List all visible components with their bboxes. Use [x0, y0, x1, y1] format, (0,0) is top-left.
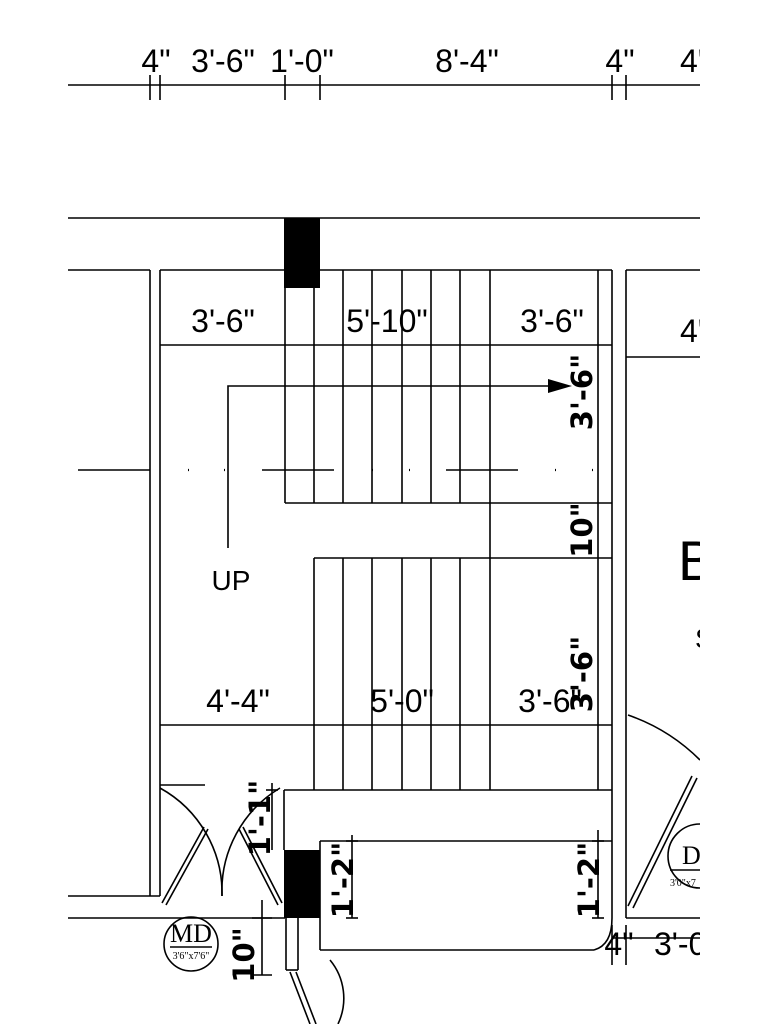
- upper-dim-right: 3'-6": [520, 303, 584, 339]
- up-label: UP: [212, 565, 251, 596]
- landing-dim-lower: 3'-6": [565, 636, 599, 712]
- top-dim-2: 3'-6": [191, 43, 255, 79]
- column-top: [284, 218, 320, 288]
- outer-walls: [68, 218, 700, 918]
- main-door-tag-size: 3'6"x7'6": [173, 951, 210, 962]
- landing-gap-dim: 10": [565, 502, 599, 557]
- main-door-offset-dim: 10": [227, 927, 261, 982]
- lower-dim-right: 3'-6": [518, 683, 582, 719]
- lower-door-leaf: [290, 972, 310, 1024]
- passage-dim-left: 1'-2": [326, 842, 360, 918]
- top-dimension-labels: 4" 3'-6" 1'-0" 8'-4" 4" 4': [141, 43, 703, 79]
- lower-dim-middle: 5'-0": [370, 683, 434, 719]
- stair-direction-arrow: [228, 379, 572, 548]
- top-dim-6: 4': [680, 43, 704, 79]
- right-door-tag-size: 3'0"x7: [670, 878, 696, 889]
- passage-dim-right: 1'-2": [572, 842, 606, 918]
- top-dim-5: 4": [605, 43, 634, 79]
- page-margin-right: [700, 0, 768, 1024]
- right-door-swing: [628, 715, 700, 908]
- main-door-tag-circle: [164, 917, 218, 971]
- upper-dim-far-right: 4': [680, 313, 704, 349]
- passage-opening: [286, 830, 612, 970]
- top-dim-1: 4": [141, 43, 170, 79]
- upper-dim-middle: 5'-10": [346, 303, 428, 339]
- main-door-swing: [160, 785, 282, 905]
- lower-stair-flight: [160, 558, 612, 850]
- lower-dim-left: 4'-4": [206, 683, 270, 719]
- upper-dim-left: 3'-6": [191, 303, 255, 339]
- top-dimension-line: [68, 75, 700, 100]
- top-dim-3: 1'-0": [270, 43, 334, 79]
- lower-swing-arc: [330, 960, 344, 1024]
- main-door-tag-code: MD: [170, 919, 212, 948]
- top-dim-4: 8'-4": [435, 43, 499, 79]
- door-dimension-ticks: [252, 783, 700, 975]
- door-offset-dim: 1'-1": [243, 780, 277, 856]
- bottom-dim-1: 4": [604, 926, 633, 962]
- right-door-tag-code: D: [682, 841, 701, 870]
- column-bottom: [284, 850, 320, 918]
- landing-dim-upper: 3'-6": [565, 354, 599, 430]
